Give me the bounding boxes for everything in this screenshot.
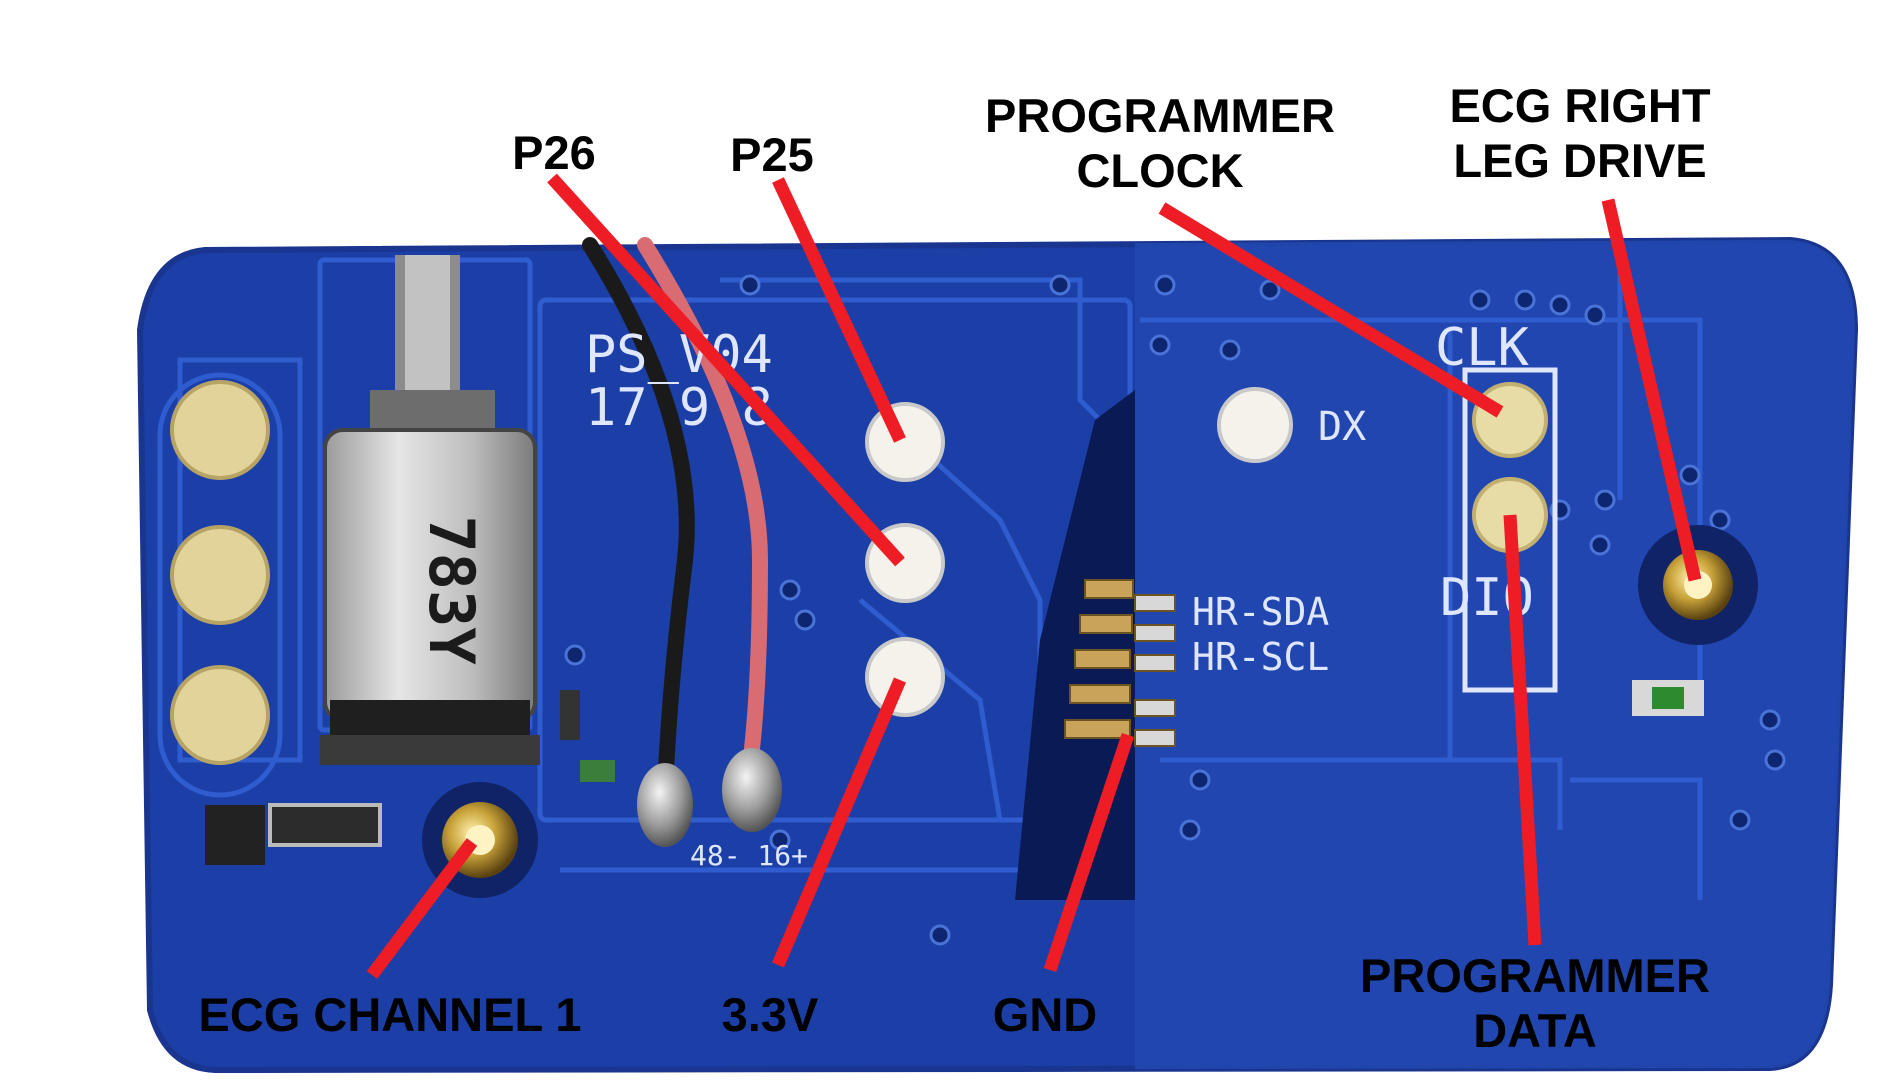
pad-3v3 — [865, 637, 945, 717]
silk-dx: DX — [1318, 404, 1366, 450]
label-gnd: GND — [992, 988, 1098, 1041]
ic-shadow — [1015, 390, 1135, 900]
label-3v3: 3.3V — [721, 988, 819, 1041]
label-programmer-clock-line2: CLOCK — [1076, 144, 1244, 197]
label-ecg-right-leg-line2: LEG DRIVE — [1453, 134, 1707, 187]
motor-code-text: 783Y — [415, 515, 488, 665]
smd-components — [205, 680, 1704, 865]
label-p26: P26 — [512, 126, 596, 179]
edge-pad-3 — [170, 665, 270, 765]
edge-pad-1 — [170, 380, 270, 480]
silk-board-id-1: PS_V04 — [585, 325, 773, 385]
silk-battery-pads: 48- 16+ — [690, 839, 808, 872]
edge-pad-2 — [170, 525, 270, 625]
label-ecg-right-leg-line1: ECG RIGHT — [1449, 79, 1711, 132]
solder-joint-1 — [637, 763, 693, 847]
pad-dx — [1217, 387, 1293, 463]
silk-hr-sda: HR-SDA — [1192, 590, 1329, 634]
black-wire — [582, 237, 695, 798]
pad-prog-clock — [1472, 382, 1548, 458]
leader-gnd — [1043, 732, 1135, 973]
edge-pad-frame — [157, 372, 283, 798]
ecg-pin-right — [1638, 525, 1758, 645]
leader-prog-data — [1503, 514, 1542, 946]
label-programmer-clock-line1: PROGRAMMER — [985, 89, 1335, 142]
leader-lines — [366, 173, 1702, 979]
leader-ecg-ch1 — [366, 838, 478, 979]
connector-pins — [1064, 579, 1176, 747]
label-p25: P25 — [730, 128, 814, 181]
leader-p26 — [547, 173, 905, 567]
label-programmer-data-line1: PROGRAMMER — [1360, 949, 1710, 1002]
label-programmer-data-line2: DATA — [1473, 1004, 1597, 1057]
vibration-motor: 783Y — [320, 255, 540, 765]
pad-p25 — [865, 402, 945, 482]
leader-p25 — [772, 177, 906, 443]
leader-ecg-rld — [1601, 198, 1702, 582]
silk-hr-scl: HR-SCL — [1192, 635, 1329, 679]
solder-joint-2 — [722, 748, 782, 832]
prog-pad-frame — [1462, 367, 1558, 693]
leader-prog-clock — [1158, 202, 1504, 418]
label-ecg-channel-1: ECG CHANNEL 1 — [198, 988, 582, 1041]
silk-clk: CLK — [1435, 318, 1530, 378]
leader-3v3 — [772, 677, 906, 968]
pcb-board-right-half — [1135, 240, 1855, 1069]
